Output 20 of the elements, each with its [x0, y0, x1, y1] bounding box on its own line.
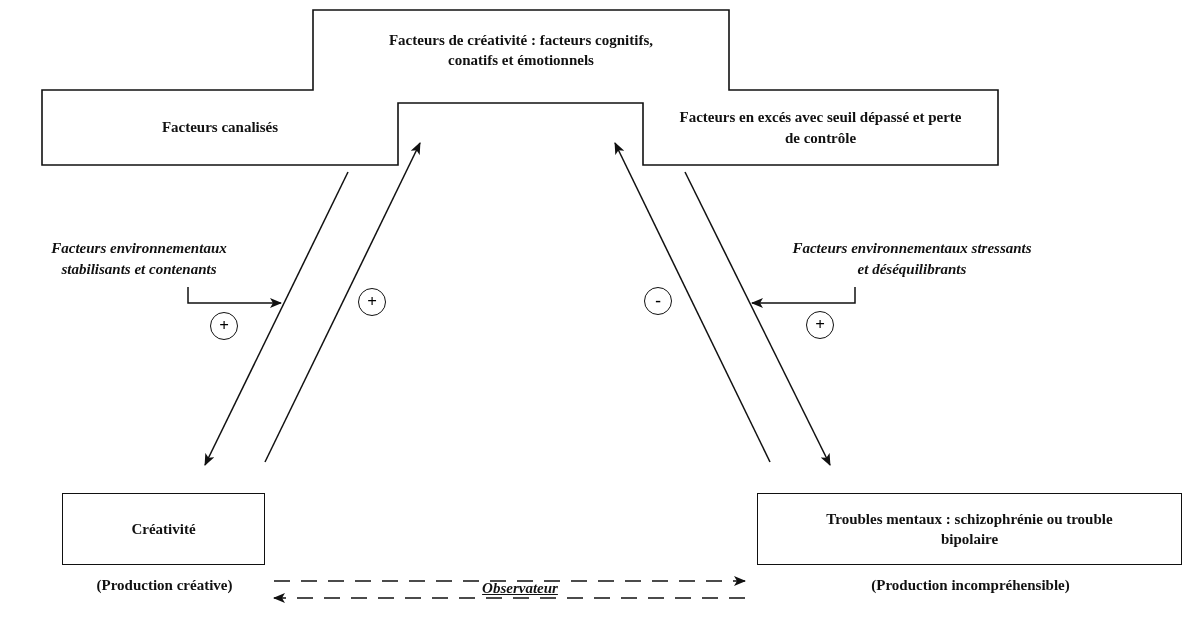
label-text: Observateur: [481, 580, 559, 597]
dashed-arrow: [273, 576, 746, 586]
arrow: [684, 171, 831, 466]
sign-circle: +: [210, 312, 238, 340]
box-heading: Facteurs de créativité : facteurs cognitifs, conatifs et émotionnels: [387, 30, 655, 70]
sign-circle: -: [644, 287, 672, 315]
arrow: [204, 171, 349, 466]
dashed-arrow: [273, 593, 746, 603]
arrow: [264, 142, 421, 463]
box-text: Facteurs canalisés: [161, 118, 279, 138]
leader-arrow: [187, 286, 282, 308]
sign-circle: +: [358, 288, 386, 316]
leader-arrow: [751, 286, 856, 308]
caption-text: (Production incompréhensible): [871, 575, 1070, 595]
caption-text: (Production créative): [96, 575, 233, 595]
arrow: [614, 142, 771, 463]
annotation-text: Facteurs environnementaux stressants et déséquilibrants: [774, 238, 1050, 284]
annotation-text: Facteurs environnementaux stabilisants et contenants: [4, 238, 274, 284]
box-text: Facteurs en excés avec seuil dépassé et perte de contrôle: [678, 108, 963, 148]
sign-circle: +: [806, 311, 834, 339]
